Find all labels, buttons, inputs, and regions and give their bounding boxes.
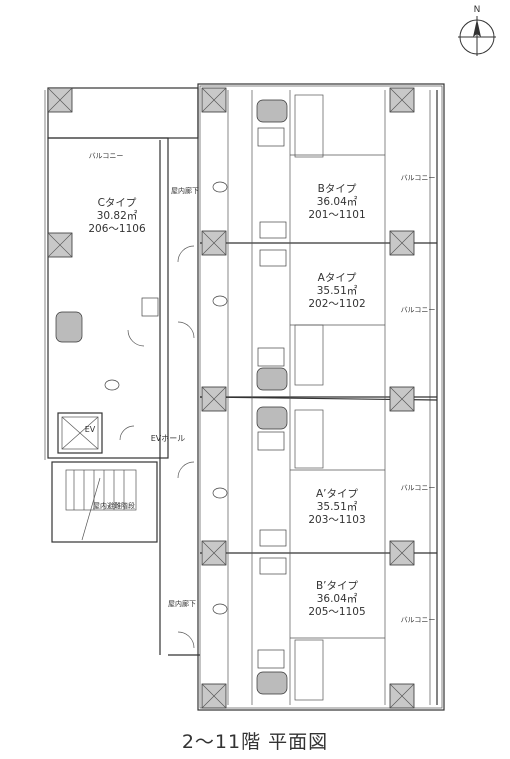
- ev-hall-label: EVホール: [151, 434, 186, 443]
- unit-b2-area: 36.04㎡: [317, 593, 358, 605]
- column-icon: [389, 230, 415, 256]
- unit-b2-rooms: 205～1105: [308, 606, 365, 618]
- unit-c-area: 30.82㎡: [97, 210, 138, 222]
- unit-a-type: Aタイプ: [318, 272, 357, 284]
- column-icon: [389, 87, 415, 113]
- corridor-label: 屋内廊下: [168, 599, 196, 608]
- unit-b-area: 36.04㎡: [317, 196, 358, 208]
- door-swings: [119, 245, 195, 649]
- plan-caption: 2～11階 平面図: [181, 731, 329, 753]
- north-label: N: [474, 5, 481, 15]
- balcony-label: バルコニー: [401, 306, 436, 314]
- unit-b-rooms: 201～1101: [308, 209, 365, 221]
- unit-b-type: Bタイプ: [318, 183, 357, 195]
- unit-a-rooms: 202～1102: [308, 298, 365, 310]
- core-area: [57, 412, 137, 541]
- corridor-label: 屋内廊下: [171, 186, 199, 195]
- unit-a2-type: A’タイプ: [316, 488, 359, 500]
- column-icon: [389, 683, 415, 709]
- bath-fixtures: [55, 99, 288, 695]
- unit-b2-type: B’タイプ: [316, 580, 359, 592]
- balcony-label: バルコニー: [401, 616, 436, 624]
- column-icon: [201, 683, 227, 709]
- column-icon: [201, 386, 227, 412]
- column-icon: [389, 540, 415, 566]
- unit-c-rooms: 206～1106: [88, 223, 146, 235]
- balcony-label: バルコニー: [89, 152, 124, 160]
- stairs-label: 屋内避難階段: [93, 501, 135, 510]
- building-outline: [44, 83, 445, 711]
- unit-a2-rooms: 203～1103: [308, 514, 365, 526]
- unit-a-area: 35.51㎡: [317, 285, 358, 297]
- unit-walls: [199, 90, 438, 705]
- column-icon: [201, 540, 227, 566]
- column-icon: [201, 230, 227, 256]
- column-icon: [47, 87, 73, 113]
- unit-c-type: Cタイプ: [98, 197, 137, 209]
- balcony-label: バルコニー: [401, 484, 436, 492]
- north-compass-icon: [458, 16, 496, 56]
- structural-columns: [47, 87, 415, 709]
- balcony-label: バルコニー: [401, 174, 436, 182]
- unit-a2-area: 35.51㎡: [317, 501, 358, 513]
- column-icon: [47, 232, 73, 258]
- column-icon: [201, 87, 227, 113]
- column-icon: [389, 386, 415, 412]
- ev-label: EV: [85, 425, 96, 434]
